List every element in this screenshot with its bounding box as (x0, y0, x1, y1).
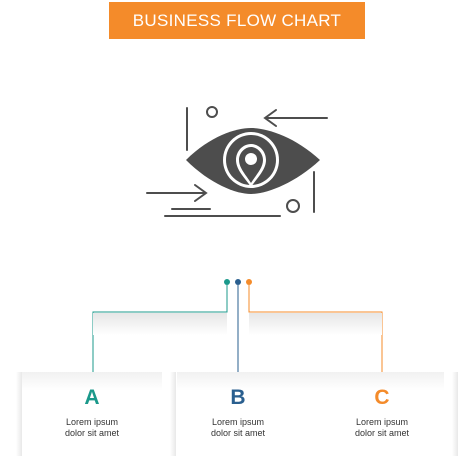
step-b-line1: Lorem ipsum (211, 417, 265, 427)
step-text-c: Lorem ipsum dolor sit amet (312, 417, 452, 439)
card-divider (16, 372, 22, 456)
step-text-b: Lorem ipsum dolor sit amet (168, 417, 308, 439)
step-c-line2: dolor sit amet (354, 428, 410, 438)
step-card-a: A Lorem ipsum dolor sit amet (22, 372, 162, 456)
dot-b (235, 279, 241, 285)
step-a-line1: Lorem ipsum (65, 417, 119, 427)
step-card-c: C Lorem ipsum dolor sit amet (304, 372, 444, 456)
card-divider (170, 372, 176, 456)
small-circle-top (206, 106, 218, 118)
pin-dot (245, 153, 257, 165)
step-letter-c: C (374, 386, 390, 409)
dot-a (224, 279, 230, 285)
step-b-line2: dolor sit amet (210, 428, 266, 438)
step-card-b: B Lorem ipsum dolor sit amet (177, 372, 317, 456)
card-divider (452, 372, 458, 456)
chart-title: BUSINESS FLOW CHART (132, 10, 342, 30)
bottom-arrow (146, 184, 208, 202)
title-banner: BUSINESS FLOW CHART (109, 2, 365, 39)
step-a-line2: dolor sit amet (64, 428, 120, 438)
connector-a (92, 285, 228, 372)
step-letter-a: A (84, 386, 100, 409)
connector-c (248, 285, 383, 372)
dot-c (246, 279, 252, 285)
step-c-line1: Lorem ipsum (355, 417, 409, 427)
step-letter-b: B (230, 386, 246, 409)
top-arrow (263, 109, 328, 127)
step-text-a: Lorem ipsum dolor sit amet (22, 417, 162, 439)
small-circle-bottom (286, 199, 300, 213)
